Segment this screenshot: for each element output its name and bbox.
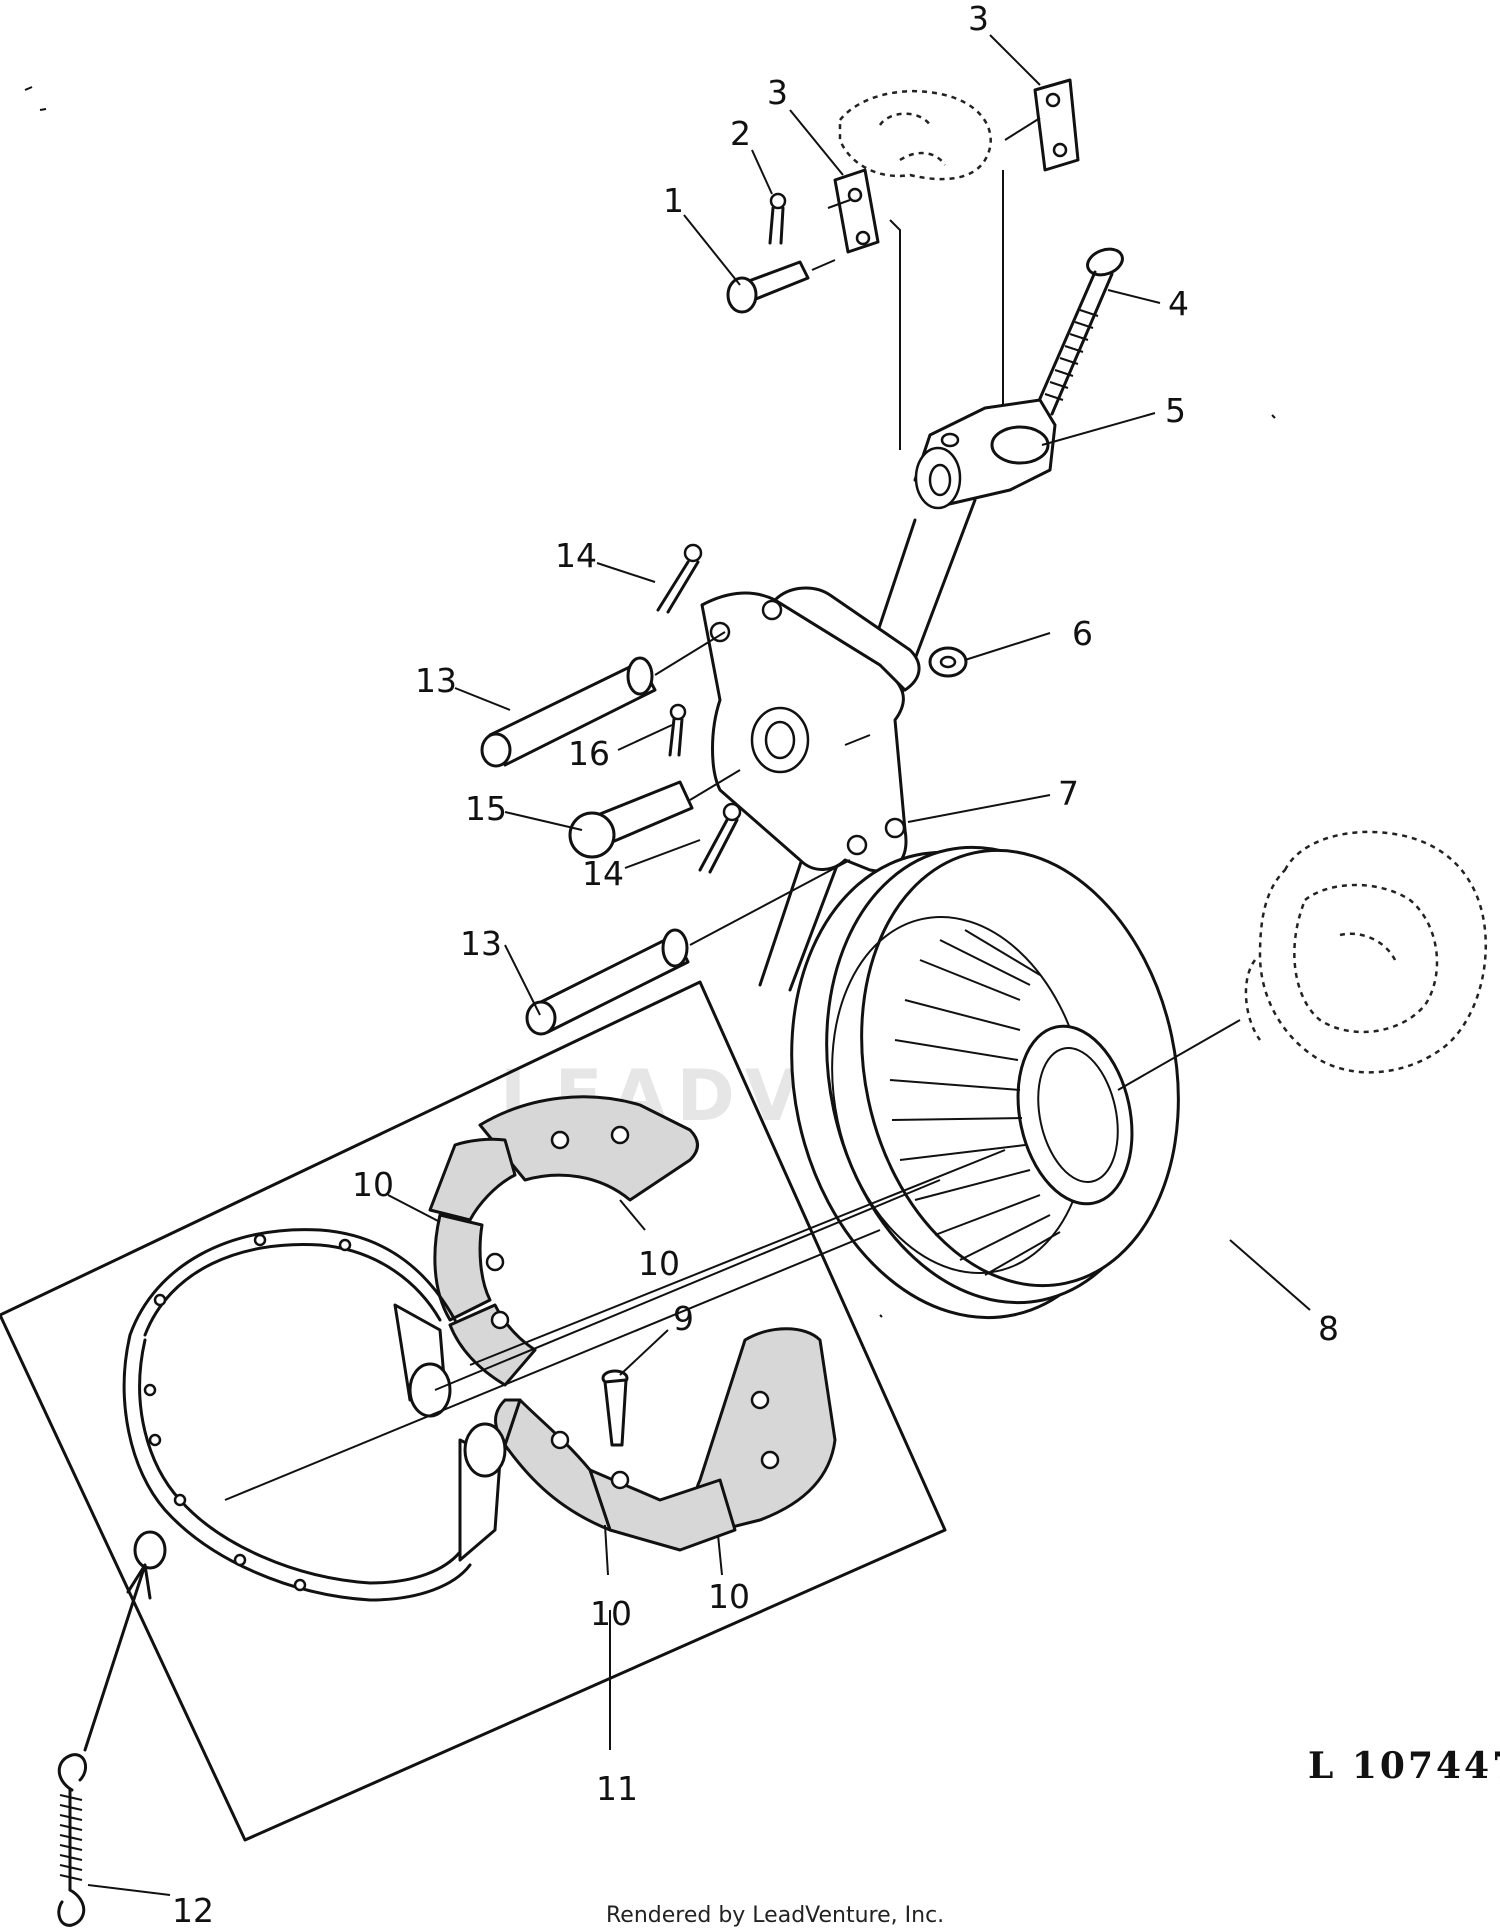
callout-13-upper: 13 <box>415 661 457 700</box>
callout-10-d: 10 <box>708 1577 750 1616</box>
pivot-pin <box>568 780 694 859</box>
link-plate-front <box>833 168 880 254</box>
dashed-mount-top <box>838 89 992 181</box>
callout-15: 15 <box>465 789 507 828</box>
lining-lower <box>494 1327 837 1552</box>
lever-pin-upper <box>480 656 657 768</box>
callout-3-rear: 3 <box>968 0 989 38</box>
callout-2: 2 <box>730 114 751 153</box>
cotter-pin-upper <box>656 543 703 614</box>
callout-10-a: 10 <box>352 1165 394 1204</box>
callout-10-c: 10 <box>590 1594 632 1633</box>
callout-14-lower: 14 <box>582 854 624 893</box>
footer-credit: Rendered by LeadVenture, Inc. <box>606 1903 944 1928</box>
callout-10-b: 10 <box>638 1244 680 1283</box>
callout-1: 1 <box>663 181 684 220</box>
return-spring <box>57 1753 88 1927</box>
callout-3-front: 3 <box>767 73 788 112</box>
adjusting-bolt <box>1033 247 1124 416</box>
callout-12: 12 <box>172 1891 214 1929</box>
callout-6: 6 <box>1072 614 1093 653</box>
callout-labels: 1 2 3 3 4 5 6 7 8 9 10 10 10 10 11 12 13… <box>172 0 1339 1929</box>
callout-13-lower: 13 <box>460 924 502 963</box>
callout-14-upper: 14 <box>555 536 597 575</box>
callout-9: 9 <box>673 1299 694 1338</box>
brake-kit-box <box>0 980 947 1842</box>
cotter-pin-pivot <box>668 703 687 757</box>
callout-16: 16 <box>568 734 610 773</box>
brake-lever-plate <box>700 586 921 873</box>
drawing-id: L 107447 <box>1308 1745 1500 1787</box>
dashed-housing-right <box>1244 830 1487 1074</box>
callout-11: 11 <box>596 1769 638 1808</box>
callout-8: 8 <box>1318 1309 1339 1348</box>
lining-upper <box>428 1095 699 1387</box>
yoke-bracket <box>913 398 1057 510</box>
callout-5: 5 <box>1165 391 1186 430</box>
link-plate-rear <box>1033 78 1080 172</box>
callout-7: 7 <box>1058 774 1079 813</box>
lever-pin-lower <box>525 928 690 1036</box>
washer <box>928 646 968 678</box>
rivet <box>601 1369 629 1447</box>
brake-drum <box>790 845 1180 1320</box>
callout-4: 4 <box>1168 284 1189 323</box>
brake-band <box>122 1228 507 1602</box>
clevis-pin <box>726 260 810 314</box>
cotter-pin-small <box>768 192 787 245</box>
cotter-pin-lower <box>698 802 742 874</box>
callout-leaders <box>87 34 1311 1896</box>
